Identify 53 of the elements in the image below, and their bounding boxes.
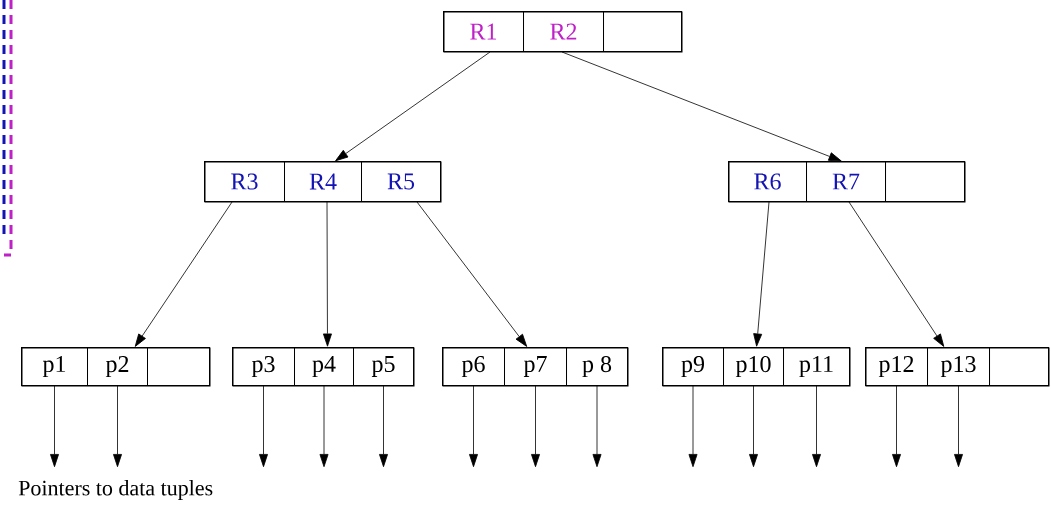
entry-cell: R1 [443, 11, 524, 52]
entry-cell: R5 [361, 161, 441, 202]
pointer-arrow [113, 385, 122, 468]
empty-cell [147, 347, 210, 386]
pointer-arrow [688, 385, 698, 468]
pointer-arrow [892, 385, 901, 468]
arrow [134, 201, 233, 347]
pointer-arrow [50, 385, 59, 468]
record-box [728, 161, 966, 203]
entry-cell: R4 [284, 161, 362, 202]
entry-cell: p10 [723, 347, 784, 386]
arrow [416, 201, 528, 347]
entry-cell: p2 [87, 347, 148, 386]
empty-cell [603, 11, 682, 52]
empty-cell [989, 347, 1049, 386]
arrow [848, 201, 945, 347]
arrow [561, 51, 842, 162]
caption-text: Pointers to data tuples [18, 480, 213, 500]
record-box [232, 347, 415, 387]
entry-cell: R3 [204, 161, 285, 202]
arrow [335, 51, 491, 162]
entry-cell: R6 [728, 161, 807, 202]
entry-cell: p 8 [566, 347, 628, 386]
pointer-arrow [469, 385, 478, 468]
entry-cell: p6 [442, 347, 505, 386]
pointer-arrow [531, 385, 540, 468]
entry-cell: p11 [783, 347, 850, 386]
pointer-arrow [954, 385, 963, 468]
record-box [443, 11, 683, 53]
entry-cell: p5 [353, 347, 414, 386]
pointer-arrow [259, 385, 268, 468]
entry-cell: p4 [294, 347, 354, 386]
empty-cell [885, 161, 965, 202]
entry-cell: R7 [806, 161, 886, 202]
pointer-arrow [379, 385, 388, 468]
arrow [323, 201, 332, 347]
record-box [204, 161, 442, 203]
record-box [662, 347, 851, 387]
entry-cell: p9 [662, 347, 724, 386]
arrow [753, 201, 770, 347]
entry-cell: p13 [927, 347, 990, 386]
entry-cell: p12 [865, 347, 928, 386]
pointer-arrow [592, 385, 602, 468]
pointer-arrow [319, 385, 329, 468]
pointer-arrow [749, 385, 758, 468]
record-box [21, 347, 211, 387]
record-box [865, 347, 1050, 387]
entry-cell: p1 [21, 347, 88, 386]
pointer-arrow [812, 385, 821, 468]
record-box [442, 347, 629, 387]
entry-cell: p7 [504, 347, 567, 386]
entry-cell: R2 [523, 11, 604, 52]
entry-cell: p3 [232, 347, 295, 386]
